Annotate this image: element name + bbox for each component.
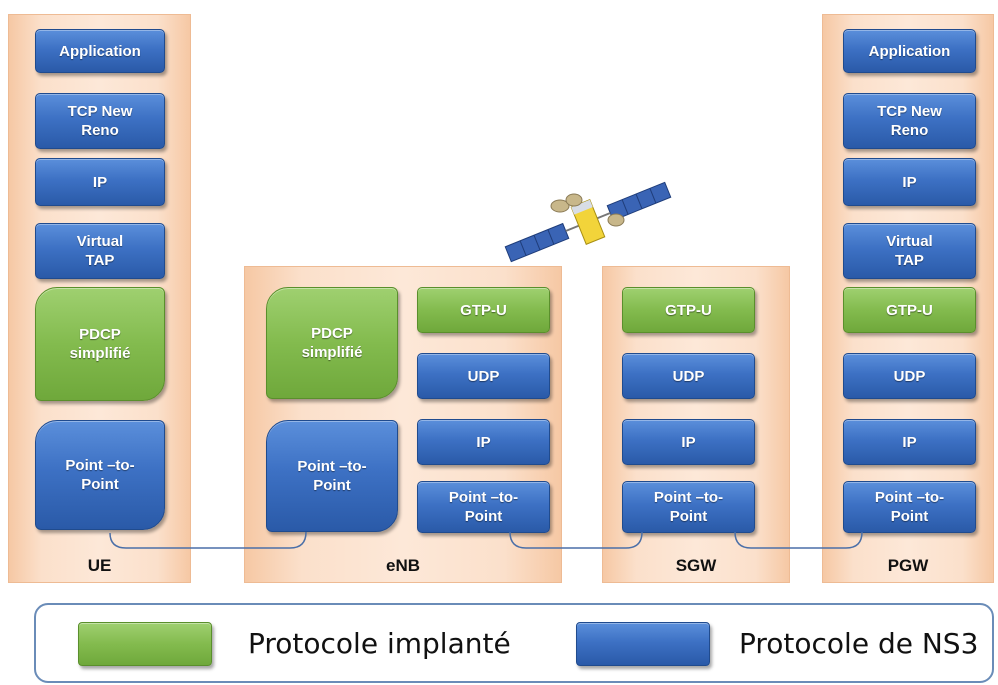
legend-swatch-ns3 bbox=[576, 622, 710, 666]
layer-virtual-tap: Virtual TAP bbox=[35, 223, 165, 279]
layer-point-to-point: Point –to- Point bbox=[622, 481, 755, 533]
layer-point-to-point: Point –to- Point bbox=[35, 420, 165, 530]
legend-label-implemented: Protocole implanté bbox=[248, 627, 511, 660]
layer-udp: UDP bbox=[843, 353, 976, 399]
layer-udp: UDP bbox=[417, 353, 550, 399]
layer-ip: IP bbox=[843, 158, 976, 206]
layer-tcp-new-reno: TCP New Reno bbox=[843, 93, 976, 149]
layer-pdcp-simplifie: PDCP simplifié bbox=[35, 287, 165, 401]
column-title-pgw: PGW bbox=[887, 556, 929, 575]
layer-point-to-point: Point –to- Point bbox=[417, 481, 550, 533]
legend-label-ns3: Protocole de NS3 bbox=[739, 627, 979, 660]
layer-point-to-point: Point –to- Point bbox=[266, 420, 398, 532]
layer-pdcp-simplifie: PDCP simplifié bbox=[266, 287, 398, 399]
layer-ip-lower: IP bbox=[843, 419, 976, 465]
layer-point-to-point: Point –to- Point bbox=[843, 481, 976, 533]
legend: Protocole implanté Protocole de NS3 bbox=[34, 603, 994, 683]
legend-swatch-implemented bbox=[78, 622, 212, 666]
link-enb-sgw bbox=[509, 531, 643, 549]
column-enb: PDCP simplifié Point –to- Point GTP-U UD… bbox=[244, 266, 562, 583]
column-sgw: GTP-U UDP IP Point –to- Point SGW bbox=[602, 266, 790, 583]
layer-gtp-u: GTP-U bbox=[417, 287, 550, 333]
layer-udp: UDP bbox=[622, 353, 755, 399]
layer-application: Application bbox=[35, 29, 165, 73]
layer-gtp-u: GTP-U bbox=[843, 287, 976, 333]
layer-tcp-new-reno: TCP New Reno bbox=[35, 93, 165, 149]
layer-virtual-tap: Virtual TAP bbox=[843, 223, 976, 279]
layer-application: Application bbox=[843, 29, 976, 73]
column-ue: Application TCP New Reno IP Virtual TAP … bbox=[8, 14, 191, 583]
layer-ip: IP bbox=[622, 419, 755, 465]
link-ue-enb bbox=[109, 531, 307, 549]
column-title-enb: eNB bbox=[385, 556, 420, 575]
column-title-ue: UE bbox=[87, 556, 112, 575]
column-title-sgw: SGW bbox=[675, 556, 717, 575]
link-sgw-pgw bbox=[734, 531, 863, 549]
layer-gtp-u: GTP-U bbox=[622, 287, 755, 333]
layer-ip: IP bbox=[417, 419, 550, 465]
satellite-icon bbox=[504, 181, 672, 263]
column-pgw: Application TCP New Reno IP Virtual TAP … bbox=[822, 14, 994, 583]
layer-ip: IP bbox=[35, 158, 165, 206]
